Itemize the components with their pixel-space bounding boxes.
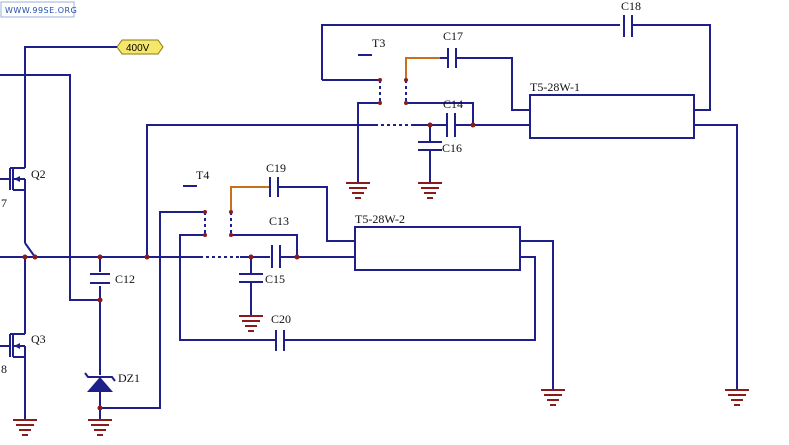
ground-symbol [541, 389, 565, 406]
ground-symbol [725, 389, 749, 406]
c14-capacitor [446, 102, 474, 137]
c18-label: C18 [621, 0, 641, 13]
c16-capacitor [418, 125, 442, 183]
wires-left [0, 46, 160, 420]
wire-lamp1-out [694, 124, 738, 390]
c13-capacitor [270, 234, 298, 268]
c20-capacitor [275, 256, 536, 351]
ground-symbol [239, 315, 263, 332]
q2-label: Q2 [31, 167, 46, 181]
t4-switch [179, 185, 276, 341]
ground-symbol [346, 182, 370, 199]
lamp-1-label: T5-28W-1 [530, 80, 580, 94]
ground-symbol [418, 182, 442, 199]
dz1-label: DZ1 [118, 371, 140, 385]
ground-symbol [13, 419, 37, 436]
t3-switch [321, 24, 620, 183]
voltage-tag: 400V [116, 39, 164, 55]
watermark-text: WWW.99SE.ORG [5, 6, 77, 15]
lamp-2-label: T5-28W-2 [355, 212, 405, 226]
dz1-zener-diode [84, 372, 116, 392]
c16-label: C16 [442, 141, 462, 155]
lamp-t5-28w-2 [354, 226, 521, 271]
lamp-t5-28w-1 [529, 94, 695, 139]
q3-pin-label: 8 [1, 362, 7, 376]
wire-lamp2-out [520, 240, 554, 390]
t4-label: T4 [196, 168, 209, 182]
junction-dots [22, 78, 476, 411]
c12-capacitor [90, 273, 110, 284]
c14-label: C14 [443, 97, 463, 111]
c18-capacitor [623, 15, 711, 111]
c13-label: C13 [269, 214, 289, 228]
wires-c12-branch [99, 211, 205, 420]
q3-mosfet [0, 325, 26, 362]
c20-label: C20 [271, 312, 291, 326]
c17-capacitor [440, 48, 530, 111]
q2-pin-label: 7 [1, 196, 7, 210]
c15-label: C15 [265, 272, 285, 286]
q3-label: Q3 [31, 332, 46, 346]
c12-label: C12 [115, 272, 135, 286]
c15-capacitor [239, 257, 263, 316]
watermark-box [0, 1, 75, 18]
t3-label: T3 [372, 36, 385, 50]
ground-symbol [88, 419, 112, 436]
c19-capacitor [269, 177, 355, 242]
voltage-tag-label: 400V [126, 43, 150, 54]
c19-label: C19 [266, 161, 286, 175]
q2-mosfet [0, 160, 26, 196]
c17-label: C17 [443, 29, 463, 43]
